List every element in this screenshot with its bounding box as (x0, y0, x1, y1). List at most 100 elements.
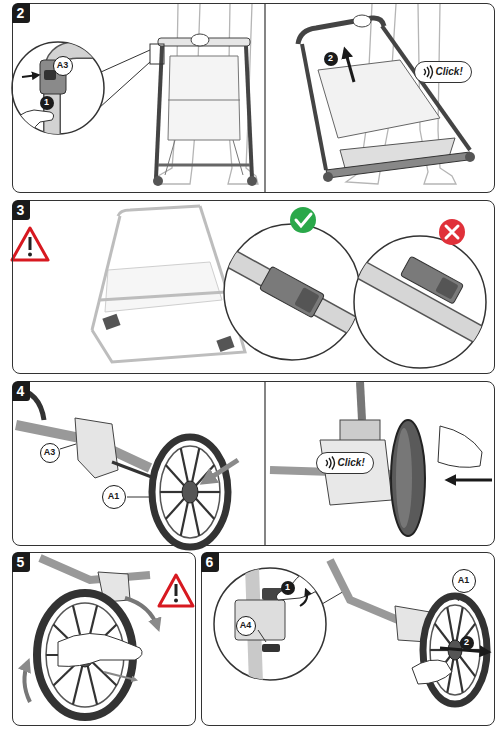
folded-frame (247, 176, 257, 186)
callout-number: 2 (328, 54, 333, 63)
callout-number: 2 (460, 636, 474, 650)
frame-outline (92, 216, 120, 330)
panel-divider (264, 4, 265, 192)
wrong-inset (400, 256, 463, 304)
sound-label: Click! (436, 67, 463, 77)
unfolded-frame (302, 44, 326, 170)
callout-number: 1 (44, 98, 49, 107)
frame-outline (118, 206, 200, 216)
warning-symbol (12, 228, 48, 260)
folded-frame (158, 164, 250, 167)
frame-part (75, 418, 118, 478)
folded-frame (153, 34, 257, 186)
step-number: 5 (12, 552, 31, 572)
callout-number: 1 (40, 96, 54, 110)
wheel (396, 428, 412, 528)
wheel (423, 596, 487, 704)
sound-icon (326, 460, 328, 466)
callout-number: 1 (281, 581, 295, 595)
leader-line (99, 44, 164, 108)
wheel (391, 420, 425, 536)
cross-symbol (446, 226, 458, 238)
warning-symbol (175, 584, 178, 596)
frame-part (127, 497, 150, 498)
sound-icon (424, 69, 426, 75)
frame-part (360, 382, 362, 420)
detail-inset (276, 566, 326, 600)
sound-icon (329, 458, 331, 468)
detail-inset (300, 590, 307, 606)
step-number: 4 (12, 381, 31, 401)
wrong-inset (338, 257, 503, 348)
detail-inset (8, 110, 54, 146)
detail-inset (52, 50, 115, 140)
wrong-inset (338, 257, 503, 348)
warning-symbol (29, 237, 32, 250)
wrong-inset (435, 277, 458, 300)
correct-inset (210, 224, 375, 360)
unfolded-frame (298, 15, 475, 182)
leader-line (99, 50, 150, 108)
wrong-inset (338, 236, 503, 368)
frame-part (270, 382, 395, 505)
check-symbol (290, 207, 316, 233)
warning-symbol (174, 599, 178, 603)
step-number: 6 (201, 552, 220, 572)
motion-arrow (104, 672, 136, 680)
motion-arrow (125, 598, 158, 628)
hand (412, 660, 452, 684)
detail-inset (22, 75, 38, 77)
sound-icon (430, 65, 433, 78)
frame-part (340, 420, 380, 442)
check-symbol (290, 207, 316, 233)
part-label: A4 (240, 621, 252, 630)
detail-inset (52, 50, 115, 140)
correct-inset (259, 266, 324, 318)
folded-frame (153, 176, 163, 186)
frame-part (15, 388, 170, 497)
correct-inset (259, 266, 324, 318)
part-callout: A3 (40, 443, 60, 463)
correct-inset (224, 224, 360, 360)
person-legs (158, 4, 258, 184)
hand (438, 426, 482, 467)
detail-inset (235, 566, 326, 684)
cross-symbol (439, 219, 465, 245)
motion-arrow (24, 662, 30, 702)
unfolded-frame (465, 152, 475, 162)
correct-inset (294, 287, 319, 313)
sound-icon (322, 456, 336, 470)
part-callout: A1 (452, 569, 476, 593)
part-label: A3 (44, 448, 56, 457)
sound-icon (332, 456, 335, 469)
detail-inset (262, 644, 280, 652)
cross-symbol (439, 219, 465, 245)
detail-inset (258, 630, 266, 642)
frame-part (330, 560, 430, 642)
check-symbol (296, 214, 311, 226)
correct-inset (210, 247, 375, 338)
warning-symbol (159, 575, 193, 606)
wrong-inset (338, 256, 503, 348)
frame-outline (100, 292, 226, 300)
step-panel: 4A3A1 Click! (12, 381, 495, 546)
motion-arrow (24, 598, 158, 702)
frame-outline (92, 300, 245, 362)
callout-number: 2 (324, 52, 338, 66)
wheel (423, 596, 487, 704)
motion-arrow (345, 50, 354, 82)
wheel (152, 437, 228, 547)
step-panel: 6 1A4 A1 2 (201, 552, 495, 726)
warning-symbol (159, 575, 193, 606)
detail-inset (214, 566, 326, 684)
wheel (160, 446, 220, 538)
click-bubble: Click! (316, 452, 374, 474)
unfolded-frame (353, 15, 371, 27)
part-label: A1 (458, 576, 470, 585)
part-callout: A1 (102, 485, 126, 509)
step-panel: 2A312Click! (12, 3, 495, 193)
unfolded-frame (323, 172, 333, 182)
wheel (152, 437, 228, 547)
frame-outline (105, 262, 222, 312)
wheel (182, 481, 198, 503)
